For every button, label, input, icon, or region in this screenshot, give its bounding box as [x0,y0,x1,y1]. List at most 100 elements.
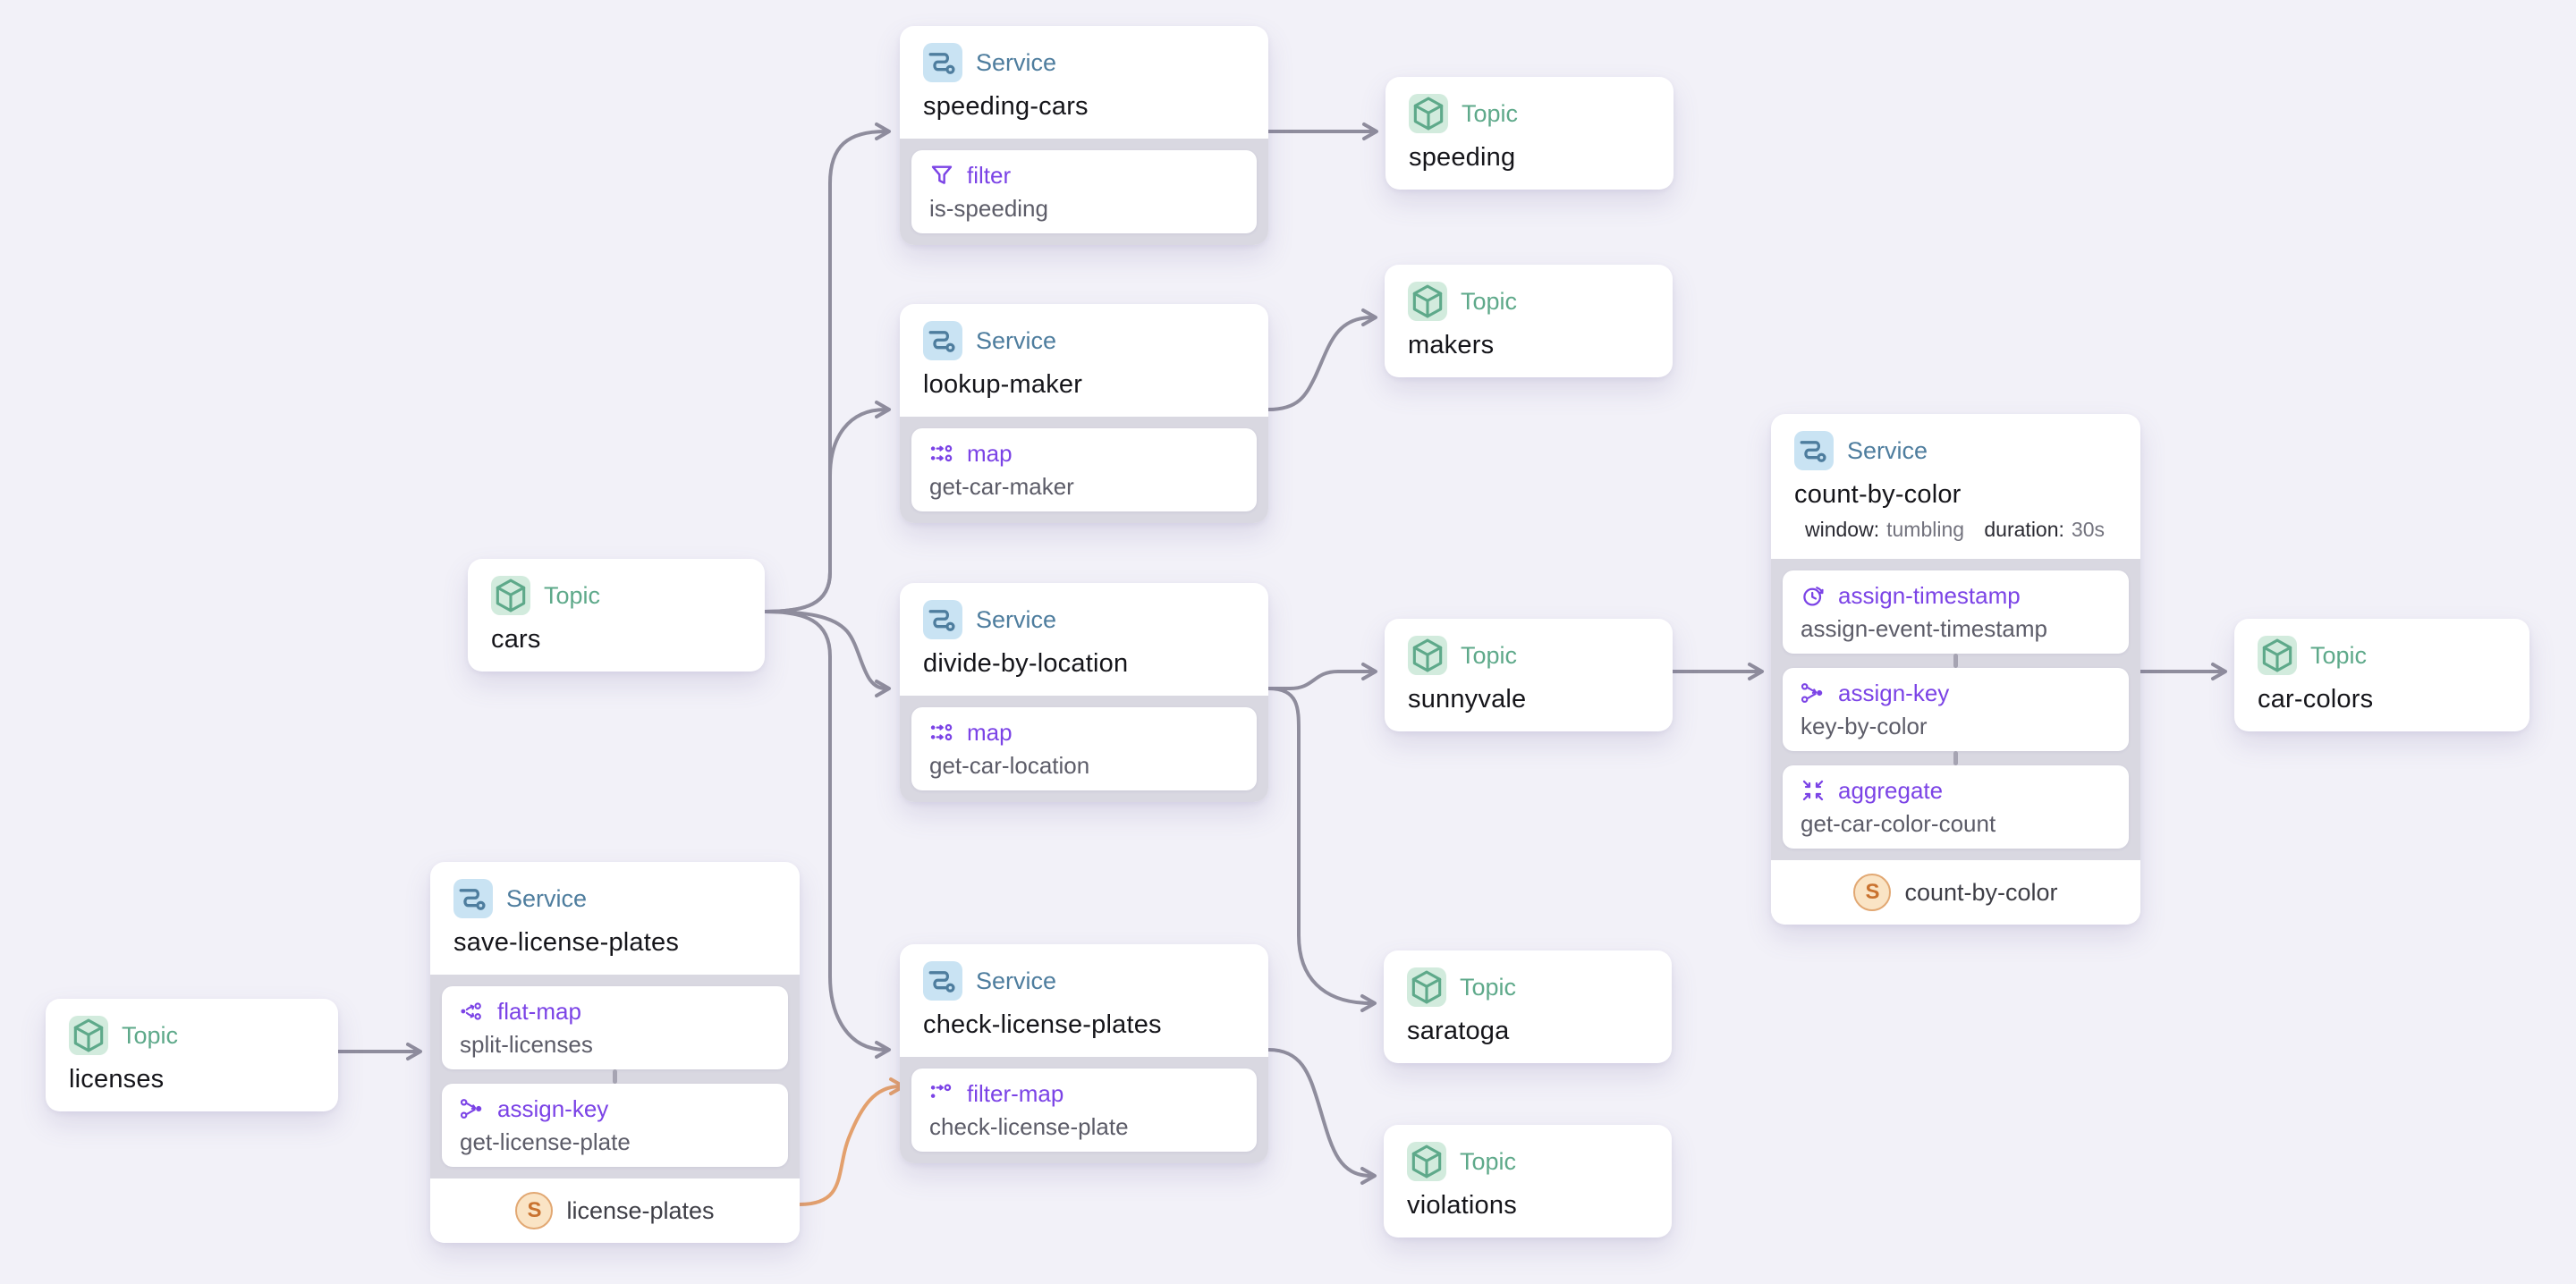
operator-card-get-car-location[interactable]: map get-car-location [911,707,1257,790]
node-name: makers [1408,331,1495,359]
topic-node-violations[interactable]: Topic violations [1384,1125,1672,1238]
operator-type: filter-map [967,1079,1064,1107]
operator-name: assign-event-timestamp [1801,615,2047,642]
node-type-label: Topic [1461,287,1518,315]
node-type-row: Topic [1408,282,1649,321]
node-type-row: Service [923,43,1245,82]
operator-type: assign-key [1838,679,1950,706]
service-operators: filter is-speeding [900,139,1268,245]
flat-map-icon [458,997,487,1026]
edge-license-plates-to-check-license-plate [798,1077,905,1206]
node-name: count-by-color [1794,480,1962,509]
node-type-row: Service [923,321,1245,360]
service-route-icon [923,43,962,82]
operator-type: flat-map [497,997,581,1025]
operator-card-assign-event-timestamp[interactable]: assign-timestamp assign-event-timestamp [1783,570,2129,654]
operator-type: aggregate [1838,776,1944,804]
state-store-badge: S [515,1192,554,1229]
operator-card-key-by-color[interactable]: assign-key key-by-color [1783,668,2129,751]
service-node-count-by-color[interactable]: Service count-by-color window:tumbling d… [1771,414,2140,925]
node-type-row: Topic [2258,636,2506,675]
service-route-icon [923,321,962,360]
node-name: check-license-plates [923,1010,1162,1039]
operator-card-check-license-plate[interactable]: filter-map check-license-plate [911,1069,1257,1152]
state-store-row-license-plates[interactable]: S license-plates [430,1178,800,1243]
state-store-row-count-by-color[interactable]: S count-by-color [1771,860,2140,925]
topic-cube-icon [2258,636,2297,675]
node-type-label: Service [976,326,1057,354]
service-header: Service count-by-color window:tumbling d… [1771,414,2140,559]
operator-name: get-license-plate [460,1128,631,1155]
node-type-label: Topic [1460,1147,1517,1175]
node-type-row: Topic [1407,967,1648,1007]
topic-node-cars[interactable]: Topic cars [468,559,765,672]
topic-node-saratoga[interactable]: Topic saratoga [1384,950,1672,1063]
operator-connector [613,1069,617,1084]
node-name: cars [491,625,541,654]
edge-divide-by-location-to-sunnyvale [1267,663,1377,690]
node-type-row: Service [923,600,1245,639]
state-store-badge: S [1853,874,1892,911]
operator-type: assign-timestamp [1838,581,2021,609]
filter-map-icon [928,1079,956,1108]
node-name: violations [1407,1191,1517,1220]
topic-node-car-colors[interactable]: Topic car-colors [2234,619,2529,731]
filter-icon [928,161,956,190]
edge-cars-to-lookup-maker [763,401,891,613]
operator-card-split-licenses[interactable]: flat-map split-licenses [442,986,788,1069]
operator-card-is-speeding[interactable]: filter is-speeding [911,150,1257,233]
service-route-icon [923,961,962,1001]
service-window-meta: window:tumbling duration:30s [1794,518,2117,542]
topic-node-speeding[interactable]: Topic speeding [1385,77,1674,190]
operator-card-get-car-color-count[interactable]: aggregate get-car-color-count [1783,765,2129,849]
node-type-label: Service [976,967,1057,994]
operator-type: filter [967,161,1012,189]
service-node-check-license-plates[interactable]: Service check-license-plates filter-map … [900,944,1268,1163]
topic-node-makers[interactable]: Topic makers [1385,265,1673,377]
operator-connector [1953,654,1958,668]
service-header: Service check-license-plates [900,944,1268,1057]
topic-node-licenses[interactable]: Topic licenses [46,999,338,1111]
operator-name: key-by-color [1801,713,1928,739]
service-operators: assign-timestamp assign-event-timestamp … [1771,559,2140,860]
node-name: lookup-maker [923,370,1083,399]
operator-name: get-car-maker [929,473,1074,500]
node-type-label: Topic [1460,973,1517,1001]
service-node-save-license-plates[interactable]: Service save-license-plates flat-map spl… [430,862,800,1243]
node-type-label: Topic [544,581,601,609]
edge-divide-by-location-to-saratoga [1267,687,1377,1012]
node-name: saratoga [1407,1017,1510,1045]
operator-type: map [967,718,1013,746]
state-store-name: count-by-color [1904,878,2058,906]
operator-card-get-car-maker[interactable]: map get-car-maker [911,428,1257,511]
node-type-row: Service [1794,431,2117,470]
service-node-lookup-maker[interactable]: Service lookup-maker map get-car-maker [900,304,1268,523]
meta-pair: window:tumbling [1805,518,1965,541]
node-type-label: Topic [122,1021,179,1049]
service-header: Service speeding-cars [900,26,1268,139]
operator-name: get-car-color-count [1801,810,1996,837]
map-icon [928,439,956,468]
node-name: sunnyvale [1408,685,1527,714]
operator-type: assign-key [497,1094,609,1122]
operator-connector [1953,751,1958,765]
service-node-divide-by-location[interactable]: Service divide-by-location map get-car [900,583,1268,802]
node-name: divide-by-location [923,649,1129,678]
service-route-icon [923,600,962,639]
topic-node-sunnyvale[interactable]: Topic sunnyvale [1385,619,1673,731]
node-type-row: Topic [491,576,741,615]
node-type-label: Service [1847,436,1928,464]
node-type-label: Service [976,48,1057,76]
edge-cars-to-speeding-cars [763,122,891,613]
service-operators: filter-map check-license-plate [900,1057,1268,1163]
node-name: car-colors [2258,685,2374,714]
edge-cars-to-divide-by-location [763,610,891,697]
node-name: licenses [69,1065,165,1094]
node-type-label: Topic [2310,641,2368,669]
operator-name: is-speeding [929,195,1048,222]
service-node-speeding-cars[interactable]: Service speeding-cars filter is-speeding [900,26,1268,245]
operator-card-get-license-plate[interactable]: assign-key get-license-plate [442,1084,788,1167]
node-type-row: Topic [1408,636,1649,675]
